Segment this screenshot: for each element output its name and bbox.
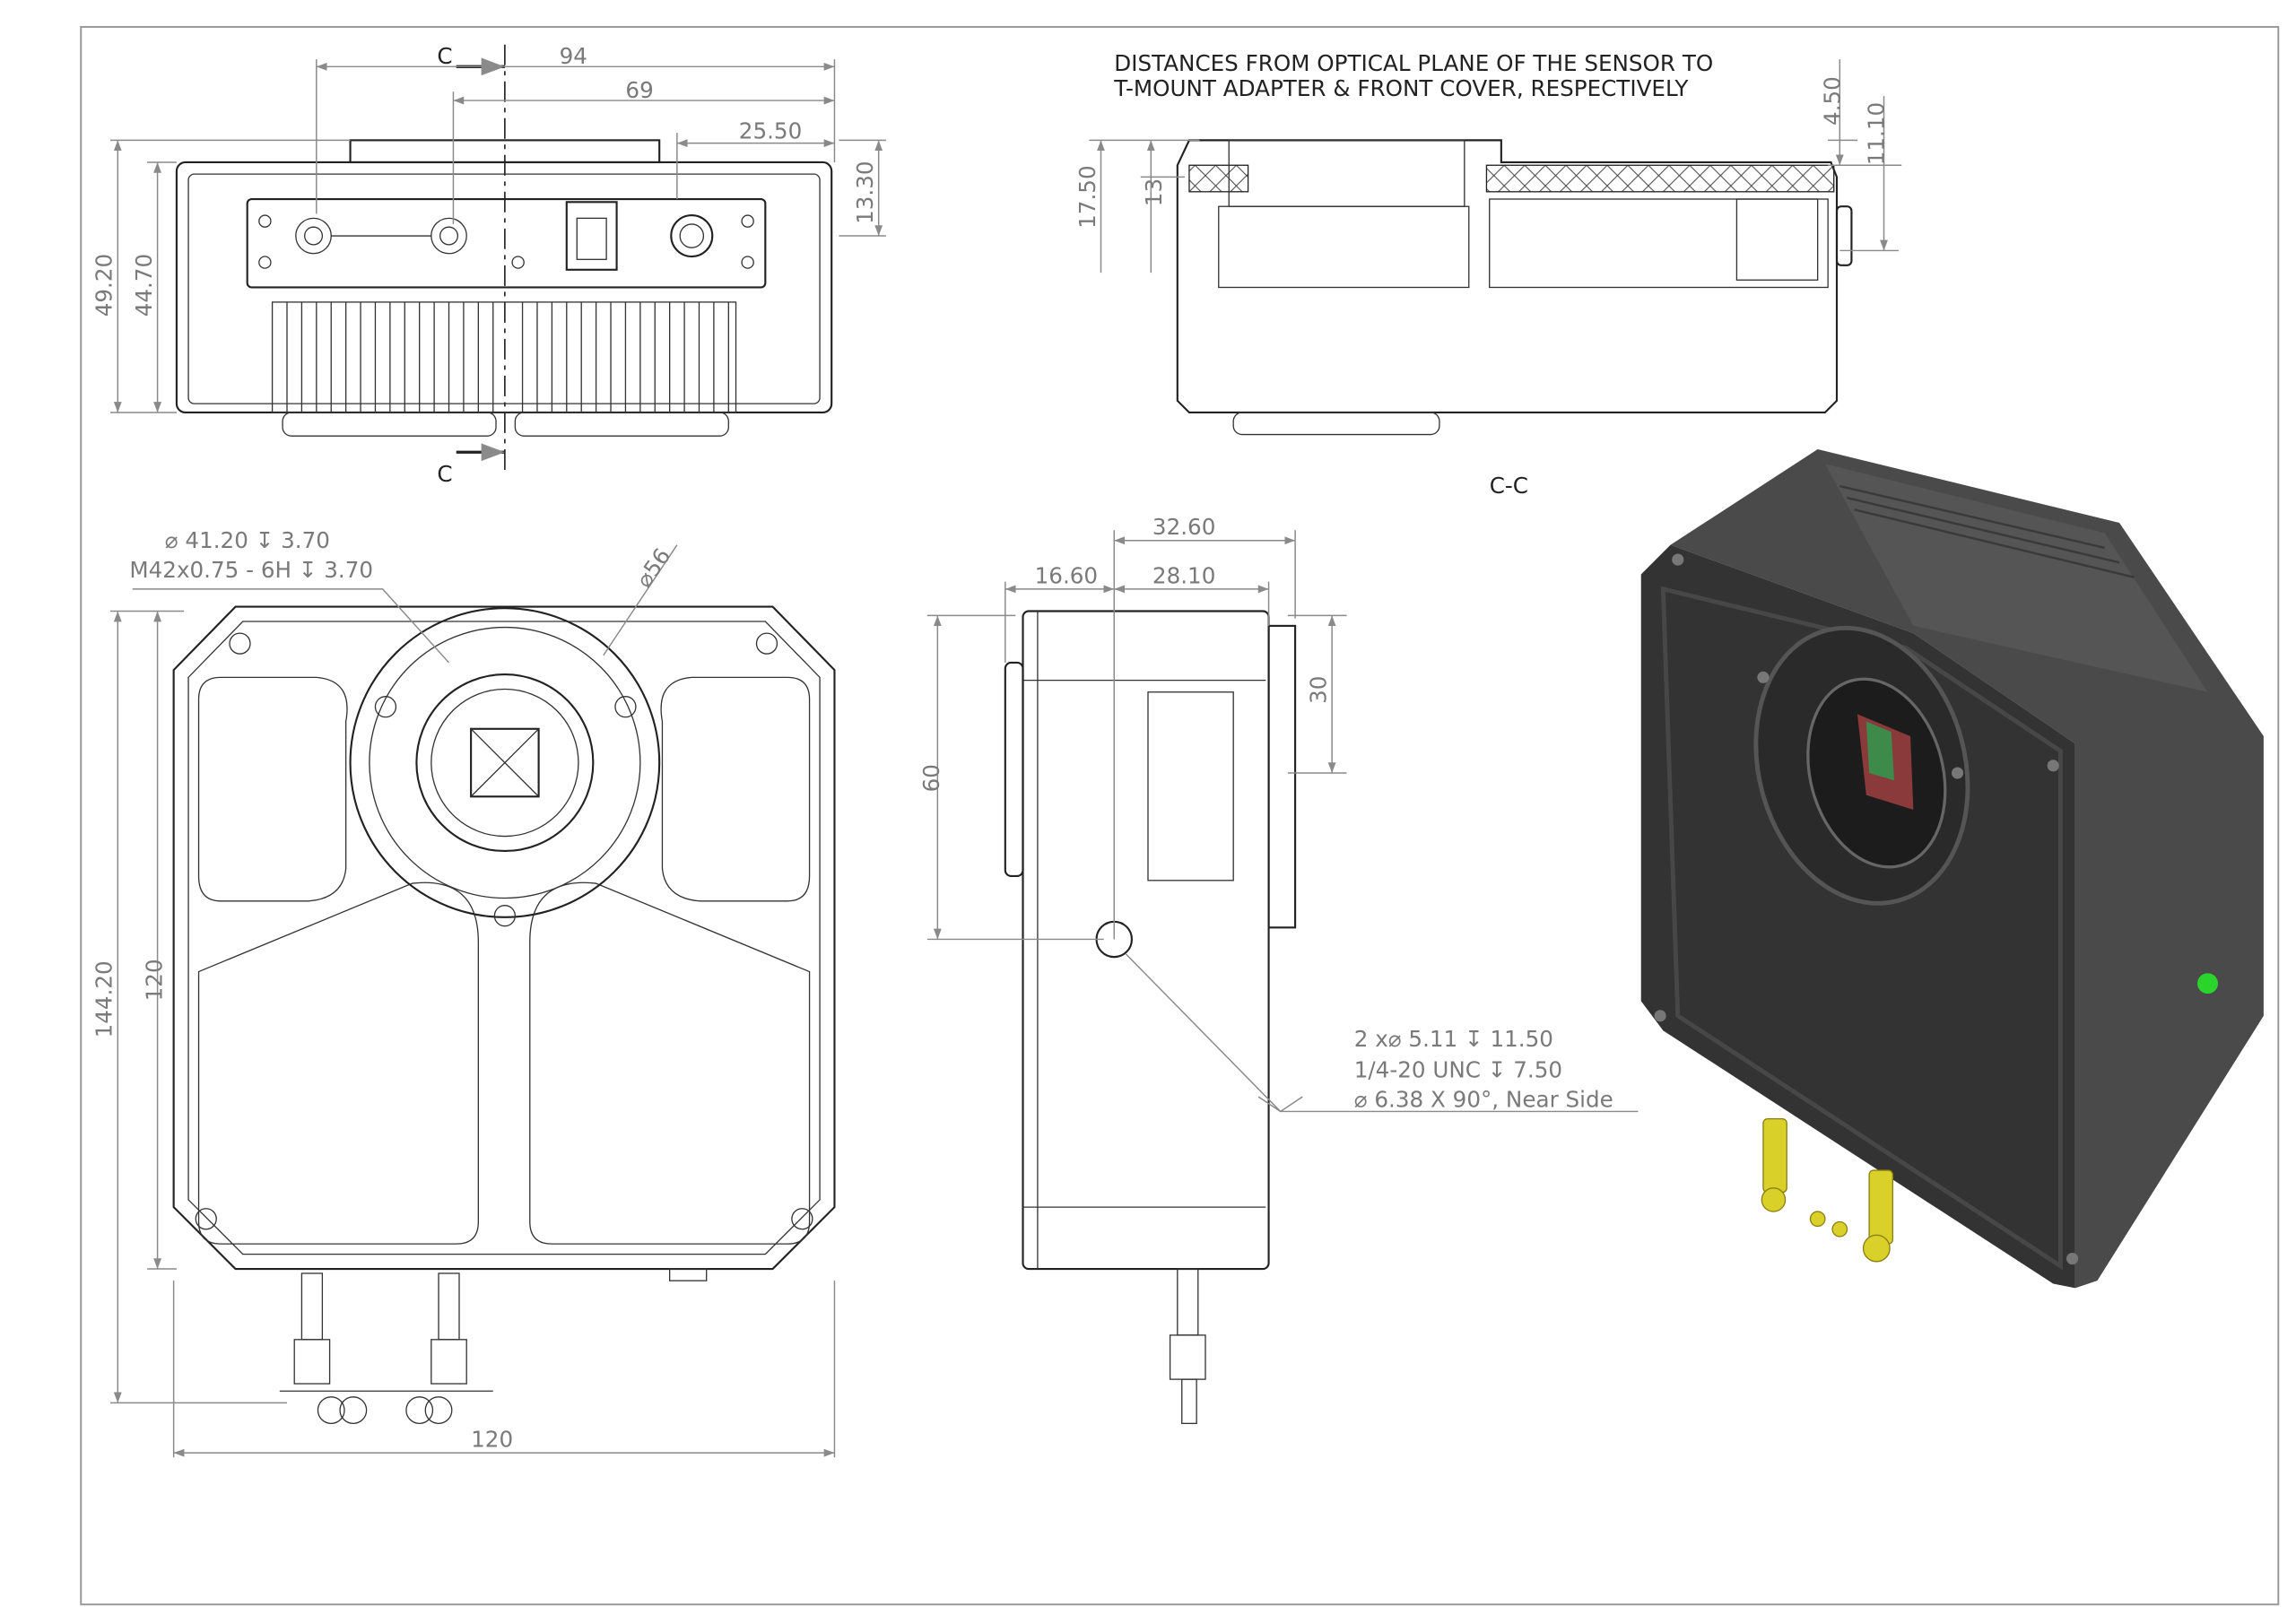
hole-note-line1: 2 x⌀ 5.11 ↧ 11.50	[1354, 1026, 1553, 1052]
camera-3d-render	[1640, 448, 2264, 1289]
screw-icons	[195, 632, 813, 1230]
sma-connectors-3d-icon	[1761, 1117, 1894, 1263]
title-note-line2: T-MOUNT ADAPTER & FRONT COVER, RESPECTIV…	[1113, 75, 1689, 101]
dim-13: 13	[1141, 178, 1167, 206]
sma-connectors-icon	[279, 1268, 708, 1425]
dim-16-60: 16.60	[1035, 562, 1098, 588]
dim-120-vertical: 120	[142, 959, 168, 1001]
thread-note-line2: M42x0.75 - 6H ↧ 3.70	[129, 557, 373, 583]
section-marker-bottom: C	[437, 461, 452, 487]
lens-mount-icon	[349, 607, 661, 918]
front-view: 144.20 120 120 ⌀ 41.20 ↧ 3.70 M42x0.75 -…	[91, 527, 836, 1458]
dim-60: 60	[918, 764, 944, 792]
status-led-icon	[2197, 973, 2219, 994]
section-marker-top: C	[437, 43, 452, 69]
hole-note-line2: 1/4-20 UNC ↧ 7.50	[1354, 1057, 1562, 1083]
dim-25-50: 25.50	[739, 118, 802, 144]
usb-port-icon	[565, 201, 618, 271]
dim-28-10: 28.10	[1152, 562, 1215, 588]
dim-44-70: 44.70	[131, 254, 157, 317]
dim-32-60: 32.60	[1152, 514, 1215, 540]
section-label: C-C	[1490, 473, 1528, 499]
dim-4-50: 4.50	[1819, 76, 1845, 126]
title-note-line1: DISTANCES FROM OPTICAL PLANE OF THE SENS…	[1114, 50, 1713, 76]
dim-94: 94	[560, 43, 587, 69]
dim-dia-56: ⌀56	[631, 543, 675, 592]
thread-note-line1: ⌀ 41.20 ↧ 3.70	[165, 527, 330, 553]
dim-11-10: 11.10	[1864, 102, 1890, 165]
dim-17-50: 17.50	[1074, 165, 1100, 228]
dim-69: 69	[625, 77, 653, 103]
dim-30: 30	[1306, 676, 1332, 704]
sma-connector-icon	[295, 217, 467, 255]
dim-49-20: 49.20	[91, 254, 117, 317]
sheet-border	[80, 26, 2280, 1606]
side-view: 32.60 16.60 28.10 60 30 2 x⌀ 5.11 ↧ 11.5…	[918, 514, 1639, 1425]
hole-note-line3: ⌀ 6.38 X 90°, Near Side	[1354, 1087, 1613, 1113]
dim-120-horizontal: 120	[471, 1427, 513, 1453]
dim-144-20: 144.20	[91, 960, 117, 1038]
dim-13-30: 13.30	[852, 161, 878, 223]
section-view-c-c: DISTANCES FROM OPTICAL PLANE OF THE SENS…	[1074, 50, 1902, 499]
power-jack-icon	[670, 213, 714, 258]
top-view: C C 94 69 25.50 49.20 44.70 13.30	[91, 43, 886, 487]
